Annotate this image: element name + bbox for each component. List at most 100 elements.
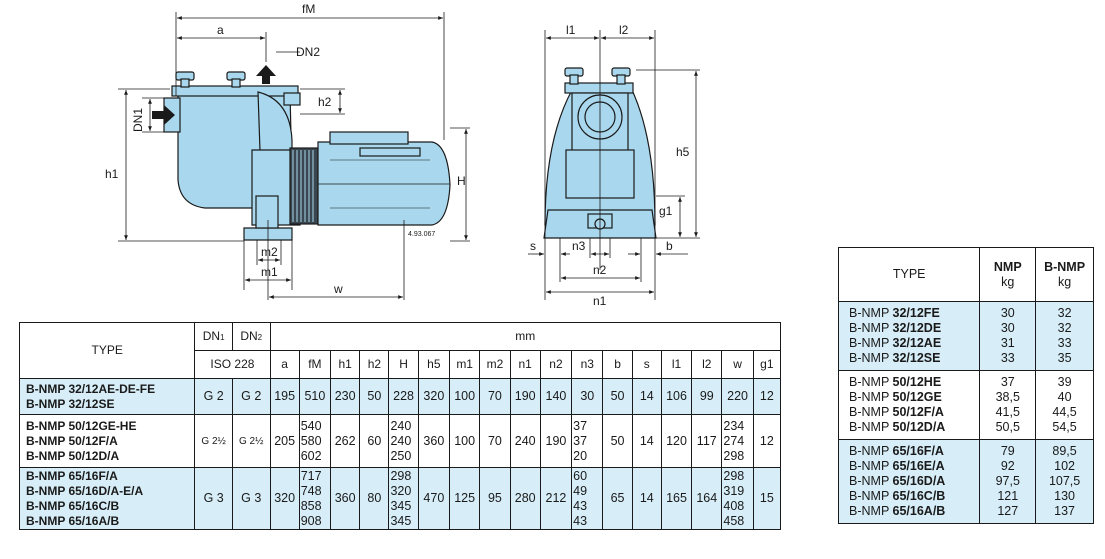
weights-bnmp-value: 33 — [1057, 336, 1072, 350]
col-b: b — [602, 350, 633, 379]
side-dimension-lines — [118, 12, 470, 300]
col-h5: h5 — [417, 350, 451, 379]
dims-m1-cell: 125 — [449, 467, 481, 530]
col-s: s — [631, 350, 662, 379]
label-h1: h1 — [105, 167, 119, 181]
dims-w-value: 458 — [723, 513, 745, 528]
label-w: w — [333, 282, 343, 296]
dims-m1-value: 100 — [454, 389, 476, 403]
dims-l1-cell: 165 — [660, 467, 693, 530]
dims-h2-value: 80 — [367, 491, 382, 505]
label-fM: fM — [302, 2, 315, 16]
dims-g1-cell: 12 — [752, 414, 782, 468]
dims-fM-value: 908 — [300, 513, 322, 528]
dims-mm-header: mm — [269, 322, 782, 351]
dims-n2-value: 140 — [545, 389, 567, 403]
dims-n2-cell: 212 — [539, 467, 573, 530]
dims-H-value: 345 — [390, 498, 412, 513]
weights-bnmp-value: 35 — [1057, 351, 1072, 365]
dims-fM-value: 580 — [300, 433, 322, 448]
dims-type-name: B-NMP 50/12GE-HE — [26, 418, 137, 433]
weights-type-header: TYPE — [837, 247, 981, 302]
dims-n2-value: 190 — [545, 433, 567, 448]
dims-h2-cell: 60 — [359, 414, 390, 468]
dims-m2-cell: 70 — [479, 378, 511, 415]
dims-h5-cell: 320 — [417, 378, 451, 415]
dims-a-cell: 320 — [269, 467, 300, 530]
weights-type-name: B-NMP 65/16A/B — [849, 504, 946, 518]
dims-a-value: 205 — [274, 433, 296, 448]
dims-b-cell: 50 — [602, 378, 633, 415]
dims-dn2-cell: G 3 — [231, 467, 271, 530]
dims-H-cell: 228 — [388, 378, 419, 415]
label-a: a — [217, 23, 224, 37]
dims-n1-value: 190 — [514, 389, 536, 403]
dims-dn1-value: G 2½ — [201, 435, 226, 447]
dims-n2-value: 212 — [545, 491, 567, 505]
dims-fM-value: 717 — [300, 468, 322, 483]
dims-n3-value: 37 — [573, 418, 588, 433]
label-H: H — [457, 174, 466, 188]
dims-H-value: 240 — [390, 433, 412, 448]
dims-dn2-cell: G 2½ — [231, 414, 271, 468]
label-b: b — [666, 239, 673, 253]
dims-s-cell: 14 — [631, 467, 662, 530]
dims-type-name: B-NMP 32/12SE — [26, 396, 115, 411]
dims-h1-cell: 360 — [330, 467, 361, 530]
dims-dn1-cell: G 3 — [194, 467, 233, 530]
label-n2: n2 — [593, 263, 607, 277]
weights-type-name: B-NMP 32/12SE — [849, 351, 941, 365]
weights-bnmp-value: 32 — [1057, 306, 1072, 320]
dims-fM-cell: 510 — [298, 378, 332, 415]
weights-nmp-value: 30 — [1000, 321, 1015, 335]
dims-h1-value: 230 — [334, 389, 356, 403]
weights-type-name: B-NMP 65/16E/A — [849, 459, 945, 473]
weights-nmp-value: 41,5 — [995, 405, 1020, 419]
weights-type-name: B-NMP 65/16D/A — [849, 474, 946, 488]
weights-nmp-value: 38,5 — [995, 390, 1020, 404]
dims-h1-value: 360 — [334, 491, 356, 505]
dims-iso-header: ISO 228 — [194, 350, 271, 379]
dims-g1-cell: 15 — [752, 467, 782, 530]
dims-n3-value: 49 — [573, 483, 588, 498]
dims-s-value: 14 — [639, 389, 654, 403]
dims-dn2-value: G 3 — [241, 491, 262, 505]
weights-bnmp-value: 54,5 — [1052, 420, 1077, 434]
dims-w-value: 298 — [723, 448, 745, 463]
col-H: H — [388, 350, 419, 379]
dims-n3-value: 43 — [573, 513, 588, 528]
col-n2: n2 — [539, 350, 573, 379]
dims-n3-value: 60 — [573, 468, 588, 483]
col-l1: l1 — [660, 350, 693, 379]
dims-H-value: 345 — [390, 513, 412, 528]
dims-b-value: 50 — [610, 433, 625, 448]
label-h5: h5 — [676, 145, 690, 159]
dims-m2-cell: 70 — [479, 414, 511, 468]
dims-m2-cell: 95 — [479, 467, 511, 530]
dims-w-value: 319 — [723, 483, 745, 498]
dims-type-name: B-NMP 65/16C/B — [26, 498, 120, 513]
col-w: w — [721, 350, 754, 379]
dims-m1-cell: 100 — [449, 378, 481, 415]
weights-type-name: B-NMP 65/16C/B — [849, 489, 946, 503]
dims-l1-value: 165 — [666, 491, 687, 505]
dims-h5-value: 470 — [423, 491, 445, 505]
weights-type-name: B-NMP 50/12D/A — [849, 420, 946, 434]
dims-h2-cell: 80 — [359, 467, 390, 530]
dims-H-value: 228 — [393, 389, 415, 403]
dims-b-cell: 65 — [602, 467, 633, 530]
